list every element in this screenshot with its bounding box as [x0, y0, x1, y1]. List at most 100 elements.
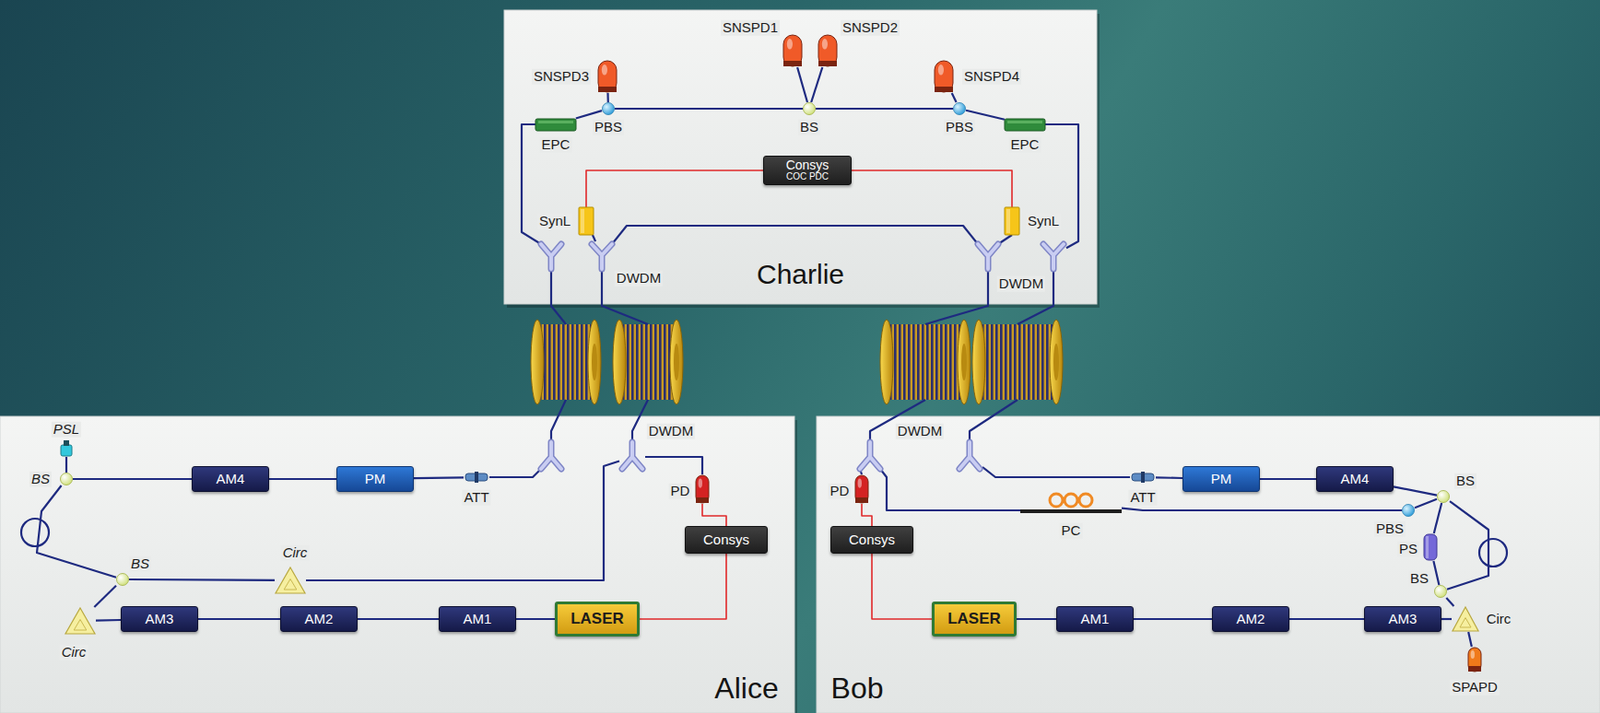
detector-capsule-graphic-part	[601, 64, 608, 76]
beam-splitter-dot-graphic-part	[803, 103, 816, 116]
fiber-link	[1414, 499, 1437, 508]
label-holder: AM1	[439, 607, 516, 632]
polarization-controller: EPC	[535, 118, 577, 131]
attenuator-graphic	[463, 470, 490, 484]
fiber-line	[551, 269, 566, 325]
phase-shifter-graphic-part	[1423, 534, 1437, 561]
beam-splitter-dot-graphic-part	[117, 574, 130, 587]
component-label: Circ	[59, 645, 89, 661]
label-holder: LASER	[557, 604, 637, 635]
fiber-link	[95, 619, 121, 623]
panel-title: Bob	[831, 672, 884, 706]
wdm-outline	[541, 244, 562, 270]
beam-splitter-dot: PBS	[601, 102, 615, 116]
beam-splitter-dot-graphic	[1401, 504, 1415, 518]
detector-capsule-graphic-part	[1468, 647, 1482, 672]
fiber-link	[198, 618, 281, 621]
detector-capsule-graphic-part	[938, 64, 944, 76]
fiber-link	[1121, 508, 1402, 511]
polarization-controller-graphic-part	[1064, 494, 1078, 507]
modulator-box: AM1	[1056, 606, 1134, 633]
fiber-link	[1393, 486, 1437, 495]
detector-capsule: SPAPD	[1467, 647, 1483, 673]
fiber-line	[611, 225, 978, 245]
detector-capsule: PD	[854, 474, 870, 505]
party-panel: CharlieSNSPD1SNSPD2SNSPD3SNSPD4EPCPBSBSP…	[504, 10, 1097, 305]
fiber-line	[969, 400, 1018, 443]
detector-capsule-graphic-part	[855, 497, 869, 504]
fiber-link	[1259, 478, 1317, 481]
attenuator-graphic-part	[1141, 471, 1145, 483]
component-label: BS	[798, 119, 821, 136]
wdm-splitter: DWDM	[588, 241, 615, 270]
component-name: LASER	[570, 611, 624, 628]
component-label: PBS	[592, 119, 624, 136]
sync-laser: SynL	[1004, 207, 1020, 236]
component-name: AM1	[463, 611, 493, 627]
fiber-link	[576, 110, 602, 118]
label-holder: AM4	[192, 467, 269, 492]
control-box: ConsysCOC PDC	[763, 155, 852, 186]
wdm-outline	[977, 244, 999, 270]
sync-laser-graphic-part	[580, 209, 585, 234]
spool-hub	[961, 343, 967, 381]
party-panel: AlicePSLBSAM4PMATTDWDMPDConsysCircBSCirc…	[0, 416, 795, 713]
detector-capsule: SNSPD1	[782, 34, 803, 68]
fiber-link	[129, 578, 275, 582]
polarization-controller-graphic	[535, 118, 577, 131]
sync-laser-graphic	[578, 207, 594, 236]
component-label: BS	[29, 471, 52, 488]
wdm-outline	[859, 442, 881, 470]
component-label: SynL	[537, 213, 573, 230]
component-name: AM3	[1388, 611, 1418, 627]
laser-box: LASER	[554, 601, 640, 637]
wdm-splitter-graphic	[1040, 241, 1067, 270]
spool-flange	[957, 319, 971, 405]
component-label: PBS	[1374, 521, 1406, 538]
component-label: Circ	[1484, 611, 1514, 628]
detector-capsule: SNSPD2	[817, 34, 838, 68]
panel-title: Charlie	[756, 258, 845, 290]
fiber-link	[645, 457, 703, 475]
component-label: EPC	[540, 137, 573, 153]
fiber-loop	[1479, 539, 1507, 567]
component-label: SNSPD1	[720, 20, 780, 36]
component-name: LASER	[947, 611, 1001, 628]
fiber-link	[1016, 618, 1057, 621]
detector-capsule-graphic	[817, 34, 838, 68]
polarization-controller-graphic	[1004, 118, 1046, 131]
label-holder: AM1	[1057, 607, 1133, 632]
detector-capsule-graphic-part	[598, 60, 617, 93]
component-label: DWDM	[895, 423, 944, 440]
fiber-line	[551, 400, 566, 443]
fiber-link	[1133, 618, 1212, 621]
beam-splitter-dot: BS	[1434, 585, 1448, 599]
electrical-link	[639, 553, 727, 620]
wdm-body	[541, 442, 562, 470]
polarization-controller-graphic	[1020, 491, 1122, 516]
fiber-link	[1441, 618, 1452, 621]
component-name: AM2	[305, 611, 334, 627]
attenuator: ATT	[1129, 470, 1156, 484]
panel-surface	[504, 10, 1097, 305]
circulator-triangle-graphic-part	[275, 567, 306, 594]
beam-splitter-dot-graphic	[59, 472, 73, 486]
wdm-splitter-graphic-part	[622, 442, 643, 470]
beam-splitter-dot-graphic-part	[1402, 505, 1415, 518]
beam-splitter-dot-graphic	[1436, 490, 1450, 504]
label-holder: AM2	[281, 607, 357, 632]
attenuator-graphic-part	[474, 471, 479, 483]
detector-capsule-graphic-part	[783, 35, 802, 67]
party-panel: BobDWDMPDATTPMAM4PBSBSPCPSBSConsysCircSP…	[816, 416, 1600, 713]
component-label: DWDM	[997, 276, 1046, 293]
component-label: SNSPD4	[962, 69, 1022, 85]
circulator-triangle: Circ	[274, 566, 306, 595]
modulator-box: AM4	[1316, 466, 1394, 493]
fiber-link	[516, 618, 555, 621]
beam-splitter-dot-graphic	[116, 573, 130, 587]
component-label: DWDM	[614, 270, 663, 287]
fiber-link	[1434, 503, 1442, 534]
control-box: Consys	[684, 526, 768, 554]
fiber-spool	[972, 319, 1063, 405]
polarization-controller-graphic-part	[1004, 118, 1046, 131]
